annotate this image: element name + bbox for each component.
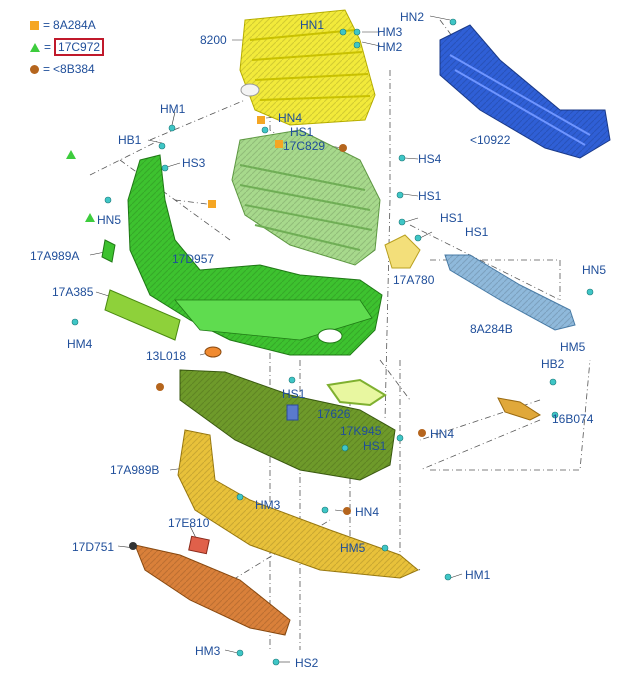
callout-17626: 17626 <box>317 407 351 421</box>
callout-17a385: 17A385 <box>52 285 94 299</box>
bracket-16b074-part <box>497 397 542 421</box>
callout-hs1-b: HS1 <box>418 189 442 203</box>
callout-hs1-c: HS1 <box>440 211 464 225</box>
callout-17d957: 17D957 <box>172 252 215 266</box>
bumper-reinforcement-part <box>439 24 611 159</box>
circle-icon <box>30 65 39 74</box>
triangle-icon <box>30 43 40 52</box>
callout-17a780: 17A780 <box>393 273 435 287</box>
callout-hm5-low: HM5 <box>340 541 366 555</box>
square-icon <box>30 21 39 30</box>
bumper-cover-part <box>127 154 383 356</box>
legend-item-square: =8A284A <box>30 18 96 32</box>
bracket-17626-part <box>286 404 299 421</box>
callout-hs1-a: HS1 <box>290 125 314 139</box>
callout-hs3: HS3 <box>182 156 206 170</box>
lower-shield-part <box>179 369 396 481</box>
reflector-part <box>188 535 210 555</box>
lower-spoiler-part <box>177 429 419 579</box>
callout-hn4-low: HN4 <box>355 505 380 519</box>
energy-absorber-part <box>444 254 576 331</box>
callout-hs1-e: HS1 <box>282 387 306 401</box>
callout-10922: <10922 <box>470 133 511 147</box>
callout-hm3-top: HM3 <box>377 25 403 39</box>
callout-17a989b: 17A989B <box>110 463 160 477</box>
callout-17k945: 17K945 <box>340 424 382 438</box>
side-bracket-left-part <box>101 239 116 263</box>
callout-hs1-d: HS1 <box>465 225 489 239</box>
callout-hb2: HB2 <box>541 357 565 371</box>
legend-code-circle: <8B384 <box>53 62 95 76</box>
callout-17d751: 17D751 <box>72 540 115 554</box>
legend-code-triangle-highlighted: 17C972 <box>54 38 105 56</box>
legend-code-square: 8A284A <box>53 18 96 32</box>
sensor-bracket-part <box>204 346 222 358</box>
callout-hs4: HS4 <box>418 152 442 166</box>
callout-17e810: 17E810 <box>168 516 210 530</box>
callout-hn4-mid: HN4 <box>278 111 303 125</box>
callout-hm5-right: HM5 <box>560 340 586 354</box>
skid-plate-part <box>134 544 291 636</box>
callout-hm2: HM2 <box>377 40 403 54</box>
fog-lamp-bezel-part <box>326 378 387 407</box>
callout-hm1-right: HM1 <box>465 568 491 582</box>
upper-grille-part <box>239 9 376 126</box>
callout-17a989a: 17A989A <box>30 249 80 263</box>
callout-16b074: 16B074 <box>552 412 594 426</box>
callout-13l018: 13L018 <box>146 349 187 363</box>
callout-hm4: HM4 <box>67 337 93 351</box>
callout-hn2: HN2 <box>400 10 425 24</box>
callout-8200: 8200 <box>200 33 227 47</box>
callout-hs2: HS2 <box>295 656 319 670</box>
tow-cover-part <box>384 234 421 269</box>
callout-hn1-top: HN1 <box>300 18 325 32</box>
callout-hm1-left: HM1 <box>160 102 186 116</box>
fasteners <box>71 18 594 666</box>
legend-item-circle: =<8B384 <box>30 62 95 76</box>
license-plate-bracket-part <box>104 289 181 341</box>
callout-hm3-bottom: HM3 <box>195 644 221 658</box>
lower-grille-part <box>231 129 381 266</box>
callout-hn5-right: HN5 <box>582 263 607 277</box>
callout-hn4-right: HN4 <box>430 427 455 441</box>
callout-hm3-mid: HM3 <box>255 498 281 512</box>
callout-8a284b: 8A284B <box>470 322 513 336</box>
callout-hs1-f: HS1 <box>363 439 387 453</box>
legend-item-triangle: =17C972 <box>30 38 105 56</box>
callout-hb1: HB1 <box>118 133 142 147</box>
fastener-markers <box>66 116 426 550</box>
callout-hn5-left: HN5 <box>97 213 122 227</box>
callout-17c829: 17C829 <box>283 139 326 153</box>
